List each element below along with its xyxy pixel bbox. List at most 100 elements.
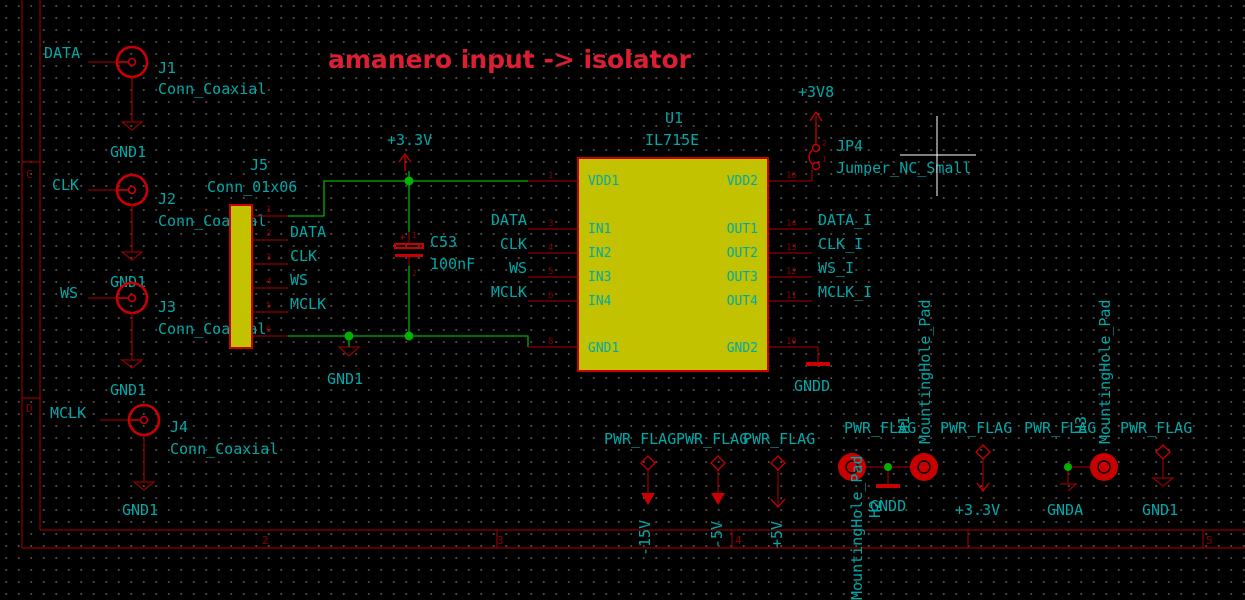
net-label: -15V [636,520,654,556]
ref-j4: J4 [170,418,188,436]
cap-plus: + [400,233,406,243]
value-h3: MountingHole_Pad [1096,300,1114,445]
pwr-flag-pos5v[interactable]: PWR_FLAG +5V [743,430,815,548]
value-j5: Conn_01x06 [207,178,297,196]
pin-name: OUT2 [727,246,758,261]
value-h1: MountingHole_Pad [916,300,934,445]
pin-number: 6 [548,291,553,301]
pin-name: VDD1 [588,174,619,189]
value-jp4: Jumper_NC_Small [836,159,971,177]
net-label-out: WS_I [818,259,854,277]
net-label-mclk: MCLK [50,404,86,422]
ref-c53: C53 [430,233,457,251]
border-label: 4 [735,534,742,547]
pin-number: 4 [266,277,271,287]
ref-j2: J2 [158,190,176,208]
pin-number: 2 [822,139,827,148]
gnd-label: GND1 [327,370,363,388]
gnd-label: GND1 [110,381,146,399]
ref-j1: J1 [158,59,176,77]
sheet-border-labels: 2 3 4 5 C D [26,168,1213,547]
pin-number: 1 [822,155,827,164]
border-label: 5 [1206,534,1213,547]
pwr-flag-neg5v[interactable]: PWR_FLAG -5V [676,430,748,548]
net-label: GNDA [1047,501,1083,519]
pin-number: 3 [266,253,271,263]
j5-label-clk: CLK [290,247,317,265]
pin-name: IN3 [588,270,611,285]
net-label-out: DATA_I [818,211,872,229]
net-label-in: WS [509,259,527,277]
ref-j3: J3 [158,298,176,316]
sheet-border [21,0,1245,549]
pin-number: 13 [786,243,797,253]
ref-h3: H3 [1072,416,1090,434]
ref-h1: H1 [895,416,913,434]
ref-j5: J5 [250,156,268,174]
capacitor-c53[interactable]: + C53 100nF 1 2 [394,231,475,278]
net-label: -5V [708,521,726,548]
pwr-flag-gnd1[interactable]: PWR_FLAG GND1 [1120,419,1192,519]
crosshair-cursor [900,116,976,196]
pin-name: OUT1 [727,222,758,237]
mounting-hole-h3[interactable]: PWR_FLAG H3 MountingHole_Pad GNDA [1024,300,1118,520]
pin-number: 2 [266,229,271,239]
gnd-label: GND1 [110,143,146,161]
pin-number: 5 [266,301,271,311]
power-label: +3.3V [387,131,432,149]
mounting-hole-h1[interactable]: PWR_FLAG H1 MountingHole_Pad GNDD H2 Mou… [838,300,938,600]
border-label: 3 [497,534,504,547]
pin-number: 1 [266,205,271,215]
net-label-clk: CLK [52,176,79,194]
ic-u1[interactable]: U1 IL715E VDD1 IN1 IN2 IN3 IN4 GND1 VDD2 [491,109,872,372]
pwr-flag-label: PWR_FLAG [844,419,916,437]
j5-label-ws: WS [290,271,308,289]
power-label: +3V8 [798,83,834,101]
net-label-out: MCLK_I [818,283,872,301]
pin-number: 5 [548,267,553,277]
connector-j4[interactable]: MCLK J4 Conn_Coaxial GND1 [50,403,278,519]
net-label-in: CLK [500,235,527,253]
pwr-flag-neg15v[interactable]: PWR_FLAG -15V [604,430,676,556]
sheet-title: amanero input -> isolator [328,45,692,74]
gndd-symbol[interactable]: GNDD [794,347,830,395]
j5-label-data: DATA [290,223,326,241]
connector-j1[interactable]: DATA J1 Conn_Coaxial GND1 [44,44,266,161]
ref-jp4: JP4 [836,137,863,155]
net-label: +5V [768,521,786,548]
pin-number: 1 [548,171,553,181]
pin-name: VDD2 [727,174,758,189]
pwr-flag-label: PWR_FLAG [676,430,748,448]
pin-name: IN2 [588,246,611,261]
value-j1: Conn_Coaxial [158,80,266,98]
pin-number: 16 [786,171,797,181]
value-j4: Conn_Coaxial [170,440,278,458]
gnd-label: GND1 [110,273,146,291]
ref-u1: U1 [665,109,683,127]
net-label: +3.3V [955,501,1000,519]
pin-number: 11 [786,291,797,301]
power-symbol-3v3[interactable]: +3.3V [387,131,432,171]
net-label-ws: WS [60,284,78,302]
gnd-label: GND1 [122,501,158,519]
pin-number: 2 [412,269,417,278]
wires [288,171,529,347]
pwr-flag-label: PWR_FLAG [1120,419,1192,437]
jumper-jp4[interactable]: +3V8 JP4 Jumper_NC_Small 1 2 [798,83,971,181]
net-label: GNDD [870,497,906,515]
net-label-data: DATA [44,44,80,62]
power-label: GNDD [794,377,830,395]
pin-number: 6 [266,325,271,335]
pin-name: OUT3 [727,270,758,285]
value-c53: 100nF [430,255,475,273]
junctions [344,176,414,341]
value-u1: IL715E [645,131,699,149]
pin-number: 1 [412,231,417,240]
header-j5[interactable]: J5 Conn_01x06 1 2 3 4 5 6 DATA CLK WS MC… [207,156,326,349]
value-h2: MountingHole_Pad [848,456,866,600]
net-label-in: MCLK [491,283,527,301]
gnd-symbol-mid[interactable]: GND1 [327,346,363,388]
pwr-flag-3v3[interactable]: PWR_FLAG +3.3V [940,419,1012,519]
